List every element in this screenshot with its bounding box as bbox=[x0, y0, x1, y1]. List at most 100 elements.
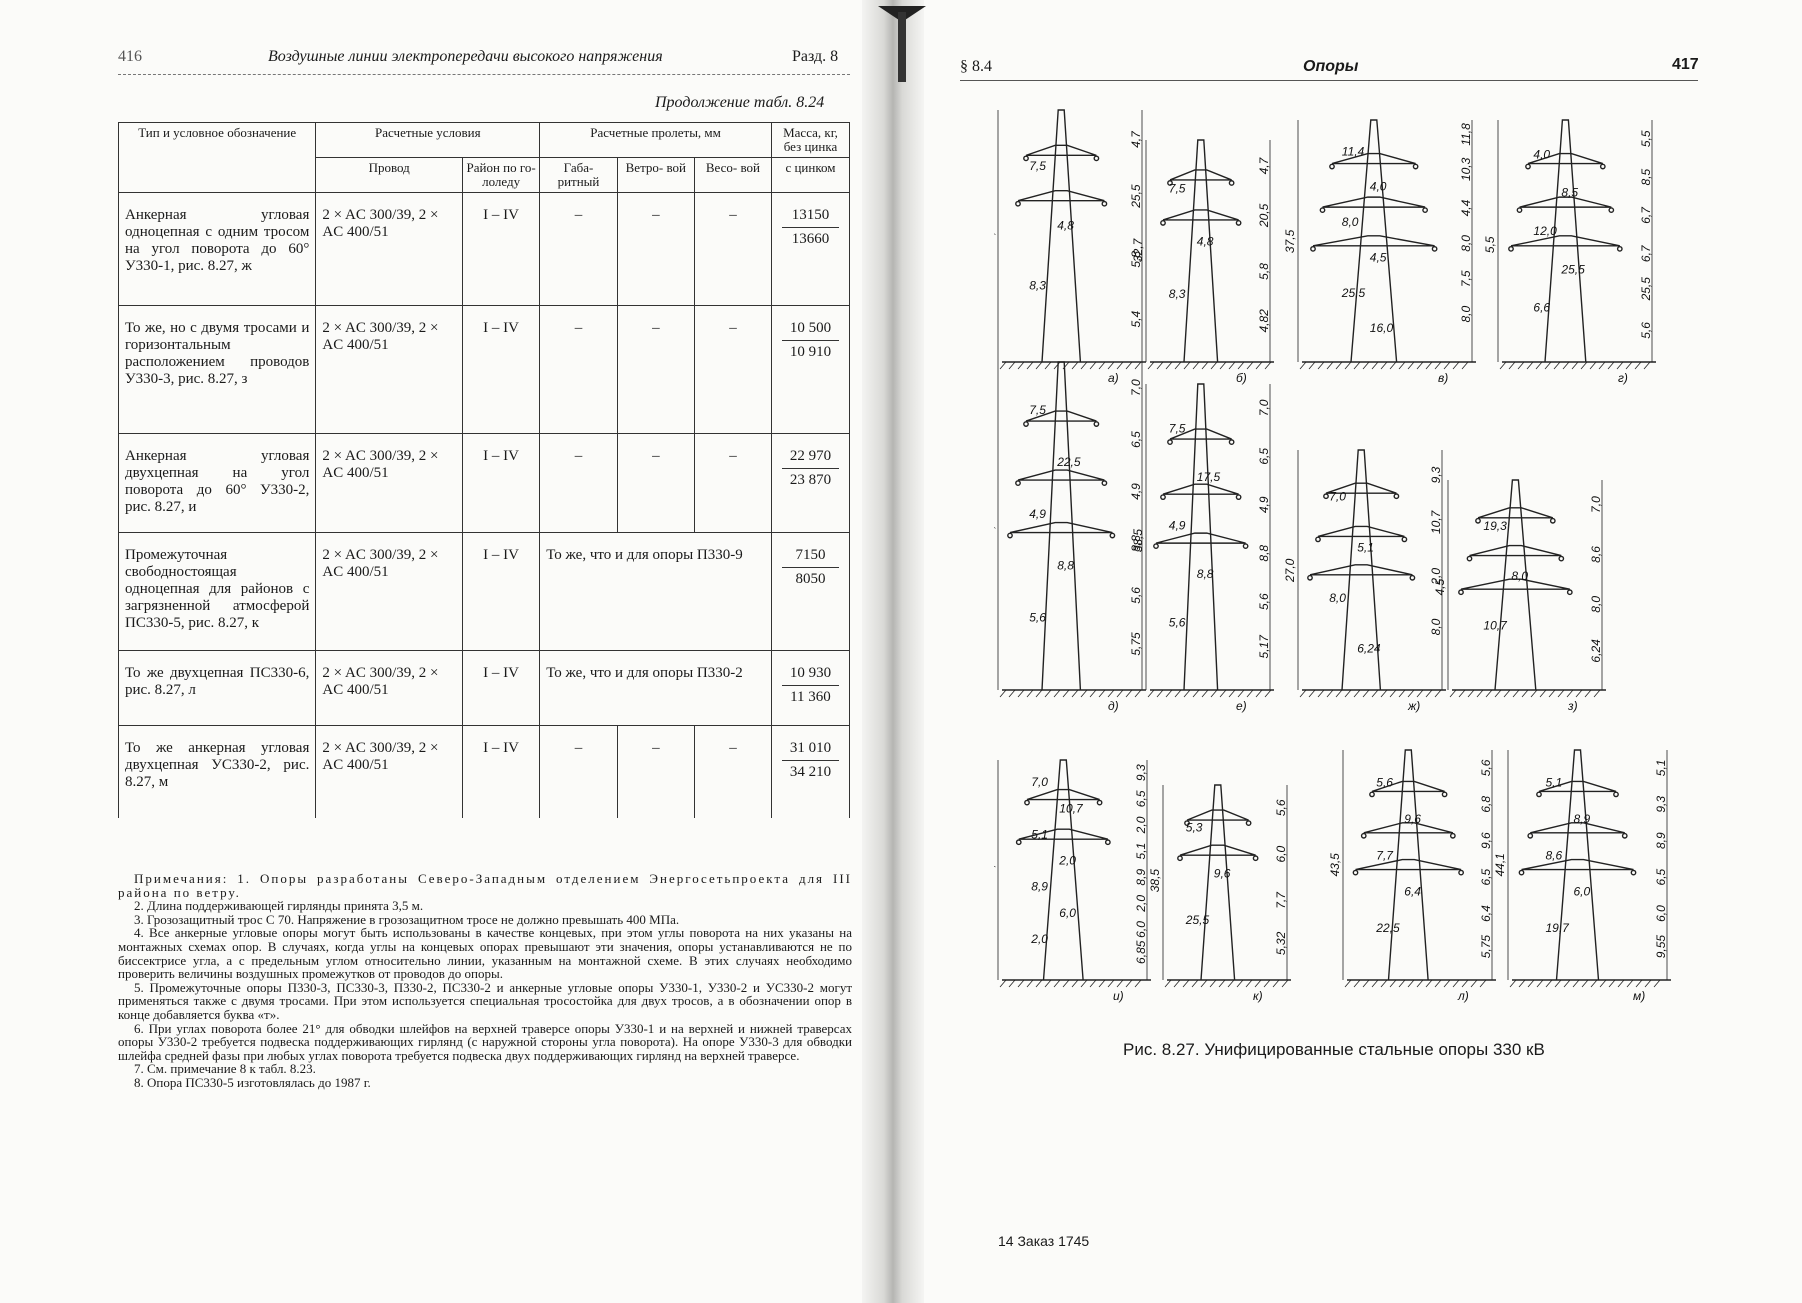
ground-hatch bbox=[1509, 979, 1517, 988]
ground-hatch bbox=[1353, 689, 1361, 698]
dimension-label: 5,6 bbox=[1169, 615, 1186, 629]
insulator bbox=[1393, 493, 1400, 500]
ground-hatch bbox=[999, 689, 1007, 698]
dimension-label: 5,6 bbox=[1257, 593, 1271, 610]
dimension-label: 7,5 bbox=[1459, 270, 1473, 287]
insulator bbox=[1177, 855, 1183, 862]
col-wind: Ветро- вой bbox=[616, 157, 695, 193]
cell-wind: – bbox=[616, 725, 695, 818]
cell-type: Анкерная угловая одноцепная с одним трос… bbox=[117, 192, 317, 306]
insulator bbox=[1599, 163, 1606, 170]
cell-gabarit: – bbox=[539, 192, 618, 306]
crossarm bbox=[1312, 235, 1435, 247]
ground-hatch bbox=[1554, 979, 1562, 988]
ground-hatch bbox=[1425, 979, 1433, 988]
mass-value: 22 970 bbox=[781, 448, 839, 469]
cell-weight: – bbox=[693, 192, 772, 306]
insulator bbox=[1630, 869, 1637, 876]
ground-hatch bbox=[1575, 689, 1583, 698]
tower-mast bbox=[1387, 749, 1429, 981]
ground-hatch bbox=[1584, 689, 1592, 698]
dimension-label: 5,75 bbox=[1479, 935, 1493, 959]
ground-hatch bbox=[1228, 689, 1236, 698]
ground-hatch bbox=[1264, 689, 1272, 698]
subfigure-label: г) bbox=[1618, 371, 1628, 385]
ground-hatch bbox=[1035, 979, 1043, 988]
ground-hatch bbox=[999, 361, 1007, 370]
ground-hatch bbox=[1107, 689, 1115, 698]
dimension-label: 6,24 bbox=[1589, 639, 1603, 663]
ground-hatch bbox=[1476, 689, 1484, 698]
dimension-label: 6,4 bbox=[1404, 885, 1421, 899]
cell-wire: 2 × AC 300/39, 2 × AC 400/51 bbox=[315, 650, 463, 726]
ground-hatch bbox=[1449, 689, 1457, 698]
insulator bbox=[1023, 155, 1029, 162]
ground-hatch bbox=[1544, 361, 1552, 370]
tower-10: 38,55,65,36,09,67,725,55,32к) bbox=[1148, 784, 1291, 1003]
ground-hatch bbox=[1407, 979, 1415, 988]
ground-hatch bbox=[1035, 689, 1043, 698]
ground-hatch bbox=[1053, 361, 1061, 370]
cell-region: I – IV bbox=[461, 192, 541, 306]
tower-mast bbox=[1183, 139, 1219, 363]
col-weight: Весо- вой bbox=[693, 157, 772, 193]
col-mass-zinc: с цинком bbox=[770, 157, 851, 193]
ground-hatch bbox=[1344, 361, 1352, 370]
insulator bbox=[1315, 536, 1321, 543]
dimension-label: 5,4 bbox=[1129, 310, 1143, 327]
ground-hatch bbox=[1398, 689, 1406, 698]
ground-hatch bbox=[1389, 361, 1397, 370]
insulator bbox=[1093, 155, 1100, 162]
dimension-label: 8,0 bbox=[1459, 235, 1473, 252]
ground-hatch bbox=[1371, 689, 1379, 698]
dimension-label: 8,8 bbox=[1257, 545, 1271, 562]
col-type: Тип и условное обозначение bbox=[117, 122, 317, 193]
ground-hatch bbox=[1107, 979, 1115, 988]
subfigure-label: в) bbox=[1438, 371, 1448, 385]
insulator bbox=[1508, 245, 1514, 252]
dimension-label: 5,6 bbox=[1479, 759, 1493, 776]
ground-hatch bbox=[1116, 689, 1124, 698]
ground-hatch bbox=[1089, 361, 1097, 370]
insulator bbox=[1015, 480, 1021, 486]
cell-wire: 2 × AC 300/39, 2 × AC 400/51 bbox=[315, 532, 463, 651]
dimension-label: 5,6 bbox=[1129, 587, 1143, 604]
dimension-label: 5,75 bbox=[1129, 632, 1143, 656]
dimension-label: 5,17 bbox=[1257, 634, 1271, 659]
dimension-label: 8,0 bbox=[1511, 569, 1528, 583]
dimension-label: 32,7 bbox=[1131, 237, 1145, 262]
dimension-label: 8,9 bbox=[1574, 812, 1591, 826]
ground-hatch bbox=[1264, 361, 1272, 370]
ground-hatch bbox=[1272, 979, 1280, 988]
dimension-label: 2,0 bbox=[1030, 932, 1048, 946]
ground-hatch bbox=[1371, 979, 1379, 988]
insulator bbox=[1613, 791, 1619, 798]
subfigure-label: б) bbox=[1236, 371, 1247, 385]
insulator bbox=[1458, 589, 1464, 596]
tower-2: 32,74,77,520,54,85,88,34,82б) bbox=[1131, 139, 1274, 385]
dimension-label: 11,8 bbox=[1459, 123, 1473, 146]
ground-hatch bbox=[1308, 361, 1316, 370]
cell-type: Анкерная угловая двухцепная на угол пово… bbox=[117, 433, 317, 533]
tower-9: 37,59,37,06,510,72,05,15,12,08,98,92,06,… bbox=[994, 759, 1151, 1003]
dimension-label: 8,3 bbox=[1029, 279, 1046, 293]
insulator bbox=[1319, 207, 1326, 214]
ground-hatch bbox=[1416, 979, 1424, 988]
dimension-label: 8,0 bbox=[1429, 618, 1443, 635]
cell-wire: 2 × AC 300/39, 2 × AC 400/51 bbox=[315, 192, 463, 306]
mass-value: 7150 bbox=[781, 547, 839, 568]
ground-hatch bbox=[1209, 979, 1217, 988]
ground-hatch bbox=[1156, 689, 1164, 698]
ground-hatch bbox=[1452, 979, 1460, 988]
crossarm bbox=[1325, 482, 1397, 494]
dimension-label: 7,0 bbox=[1129, 379, 1143, 396]
insulator bbox=[1621, 832, 1628, 839]
mass-zinc-value: 13660 bbox=[791, 231, 830, 247]
ground-hatch bbox=[1517, 361, 1525, 370]
ground-hatch bbox=[1625, 361, 1633, 370]
table-notes: Примечания: 1. Опоры разработаны Северо-… bbox=[118, 872, 852, 1090]
ground-hatch bbox=[1398, 979, 1406, 988]
crossarm bbox=[1355, 858, 1462, 871]
insulator bbox=[1441, 791, 1448, 798]
